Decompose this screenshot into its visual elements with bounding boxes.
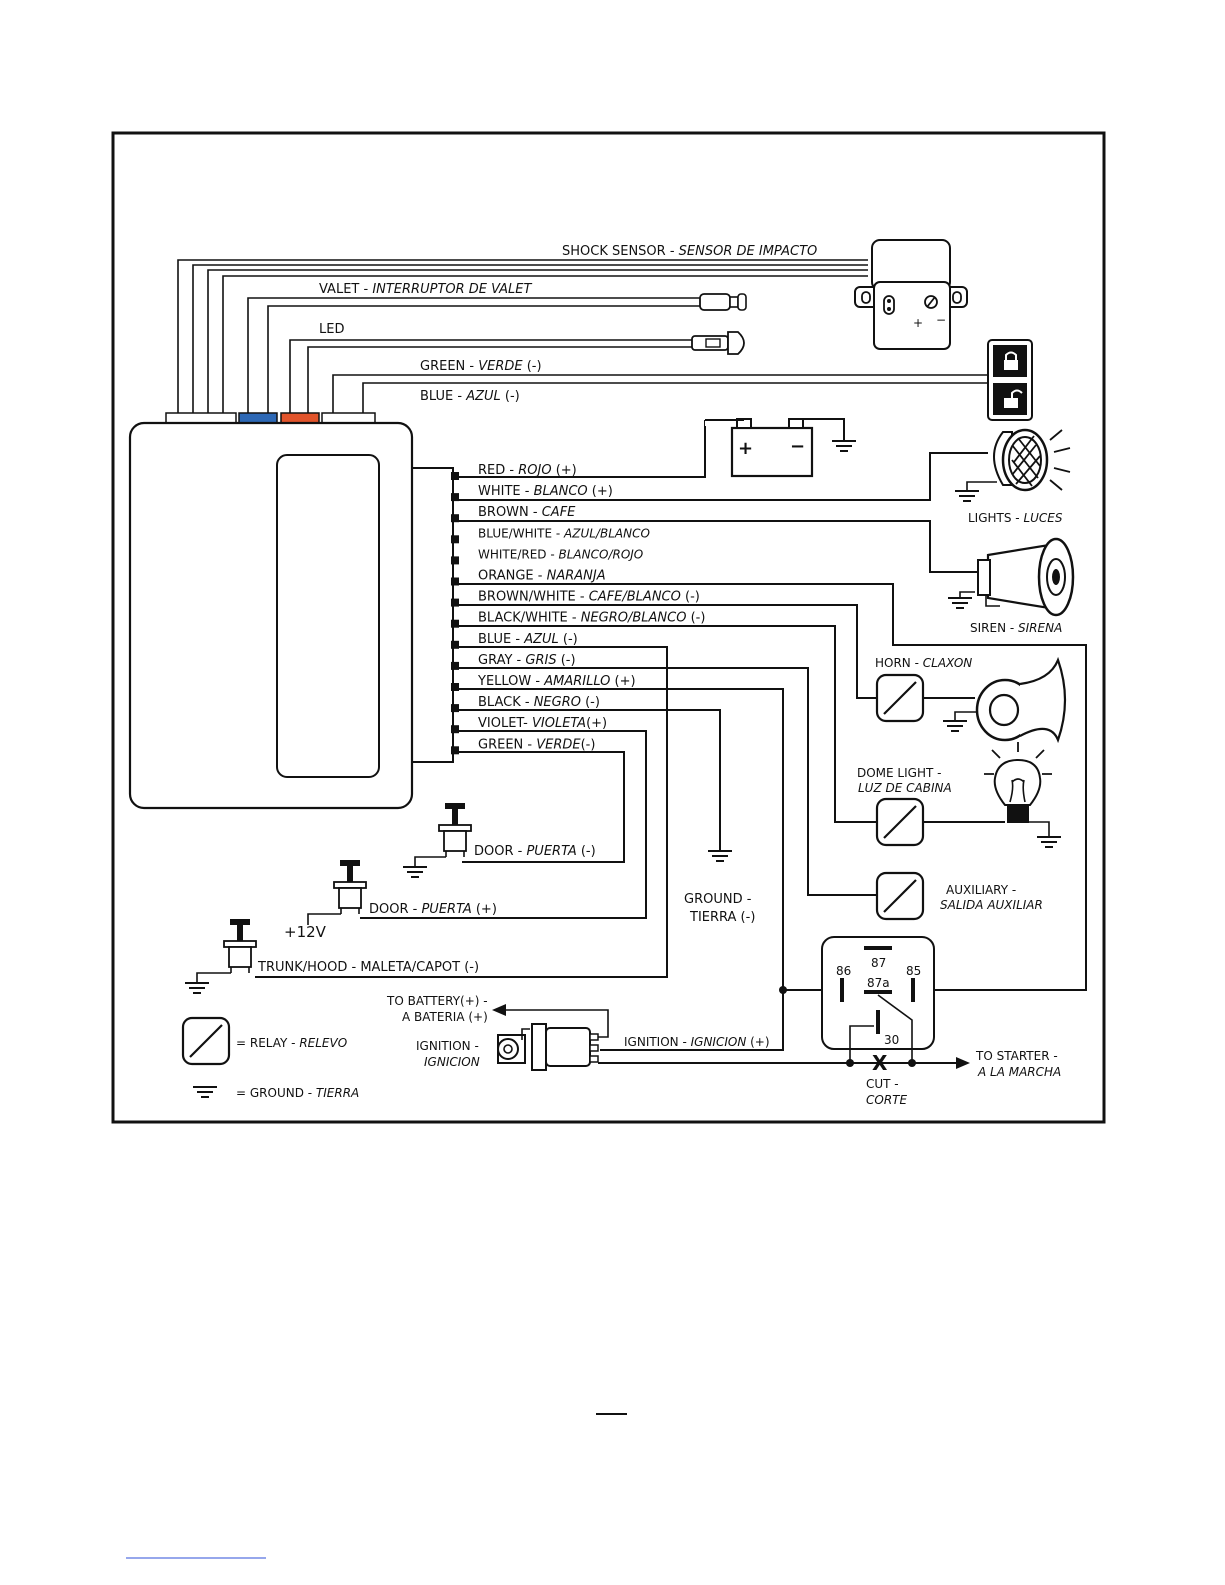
svg-text:−: − [790,436,805,457]
dome-light-label-es: LUZ DE CABINA [858,781,952,795]
svg-text:85: 85 [906,964,921,978]
svg-text:87: 87 [871,956,886,970]
harness-pin [451,514,459,523]
lights-label: LIGHTS - LUCES [968,511,1063,525]
shock-sensor-icon: + − [854,239,968,350]
door-neg-label: DOOR - PUERTA (-) [474,844,596,859]
aux-relay-icon [875,871,925,921]
main-harness [412,467,459,763]
battery-icon: + − [705,418,857,478]
green-lock-label: GREEN - VERDE (-) [420,359,542,374]
harness-pin [451,640,459,649]
wire-routes [255,420,1087,1051]
harness-pin [451,598,459,607]
dome-light-label: DOME LIGHT - [857,766,941,780]
door-neg-switch-icon [438,802,472,858]
top-harness [177,259,988,418]
alarm-module-window [276,454,380,778]
horn-icon [923,656,1067,744]
legend-relay-icon [181,1016,231,1066]
wire-label: BLUE/WHITE - AZUL/BLANCO [478,526,650,540]
plus12v-label: +12V [284,923,327,941]
ground-label: GROUND - [684,892,752,907]
cut-label-es: CORTE [866,1093,907,1107]
harness-pin [451,725,459,734]
wire-label: BROWN - CAFE [478,505,576,520]
to-battery-label-es: A BATERIA (+) [402,1010,488,1024]
ignition-wire-label: IGNITION - IGNICION (+) [624,1035,770,1049]
led-label: LED [319,322,344,337]
svg-text:−: − [936,313,946,327]
wire-label: WHITE/RED - BLANCO/ROJO [478,547,643,561]
door-pos-switch-icon [333,859,367,915]
door-lock-icon [987,339,1033,421]
harness-pin [451,556,459,565]
ignition-label-es: IGNICION [424,1055,480,1069]
wire-label: YELLOW - AMARILLO (+) [477,674,636,689]
wire-label: GREEN - VERDE(-) [478,737,595,752]
wire-label: WHITE - BLANCO (+) [478,484,613,499]
connector-valet [238,412,278,424]
trunk-switch-icon [223,918,257,974]
harness-pin [451,535,459,544]
wire-label: ORANGE - NARANJA [478,569,606,584]
connector-led [280,412,320,424]
wire-label: BLACK/WHITE - NEGRO/BLANCO (-) [478,611,705,626]
svg-text:87a: 87a [867,976,890,990]
ground-label-es: TIERRA (-) [689,910,755,925]
horn-relay-icon [875,673,925,723]
siren-icon [947,537,1075,617]
legend-ground-label: = GROUND - TIERRA [236,1086,359,1100]
harness-pin [451,746,459,755]
harness-pin [451,683,459,691]
bulb-icon [923,742,1062,848]
shock-sensor-label: SHOCK SENSOR - SENSOR DE IMPACTO [562,244,817,259]
wire-label: BLUE - AZUL (-) [478,632,578,647]
wire-label: RED - ROJO (+) [478,463,577,478]
diagram-frame [111,131,1106,1124]
to-battery-label: TO BATTERY(+) - [386,994,488,1008]
ignition-switch-icon [497,1023,599,1071]
door-pos-label: DOOR - PUERTA (+) [369,902,497,917]
svg-text:30: 30 [884,1033,899,1047]
legend-relay-label: = RELAY - RELEVO [236,1036,347,1050]
wire-label: BLACK - NEGRO (-) [478,695,600,710]
legend-ground-icon [192,1086,218,1098]
harness-pin [451,661,459,670]
connector-shock [165,412,237,424]
wire-label: GRAY - GRIS (-) [478,653,576,668]
to-starter-label-es: A LA MARCHA [977,1065,1061,1079]
wire-labels: RED - ROJO (+) WHITE - BLANCO (+) BROWN - … [477,463,705,752]
blue-lock-label: BLUE - AZUL (-) [420,389,520,404]
svg-text:+: + [738,438,753,459]
wire-label: BROWN/WHITE - CAFE/BLANCO (-) [478,590,700,605]
harness-pin [451,619,459,628]
dome-relay-icon [875,797,925,847]
trunk-label: TRUNK/HOOD - MALETA/CAPOT (-) [257,960,479,975]
led-icon [691,331,745,355]
connector-lock [321,412,376,424]
cut-label: CUT - [866,1077,899,1091]
aux-label: AUXILIARY - [946,883,1016,897]
valet-switch-icon [699,293,747,311]
cut-mark: X [872,1051,888,1075]
wire-label: VIOLET- VIOLETA(+) [478,716,607,731]
starter-relay: 87 86 85 87a 30 [779,936,935,1063]
svg-text:+: + [913,316,923,330]
horn-label: HORN - CLAXON [875,656,972,670]
ground-icon [707,850,733,862]
to-starter-label: TO STARTER - [975,1049,1058,1063]
harness-pin [451,493,459,502]
harness-pin [451,577,459,586]
aux-label-es: SALIDA AUXILIAR [940,898,1043,912]
harness-pin [451,704,459,713]
svg-text:86: 86 [836,964,851,978]
ignition-label: IGNITION - [416,1039,479,1053]
lights-icon [954,428,1071,502]
siren-label: SIREN - SIRENA [970,621,1062,635]
valet-label: VALET - INTERRUPTOR DE VALET [319,282,533,297]
